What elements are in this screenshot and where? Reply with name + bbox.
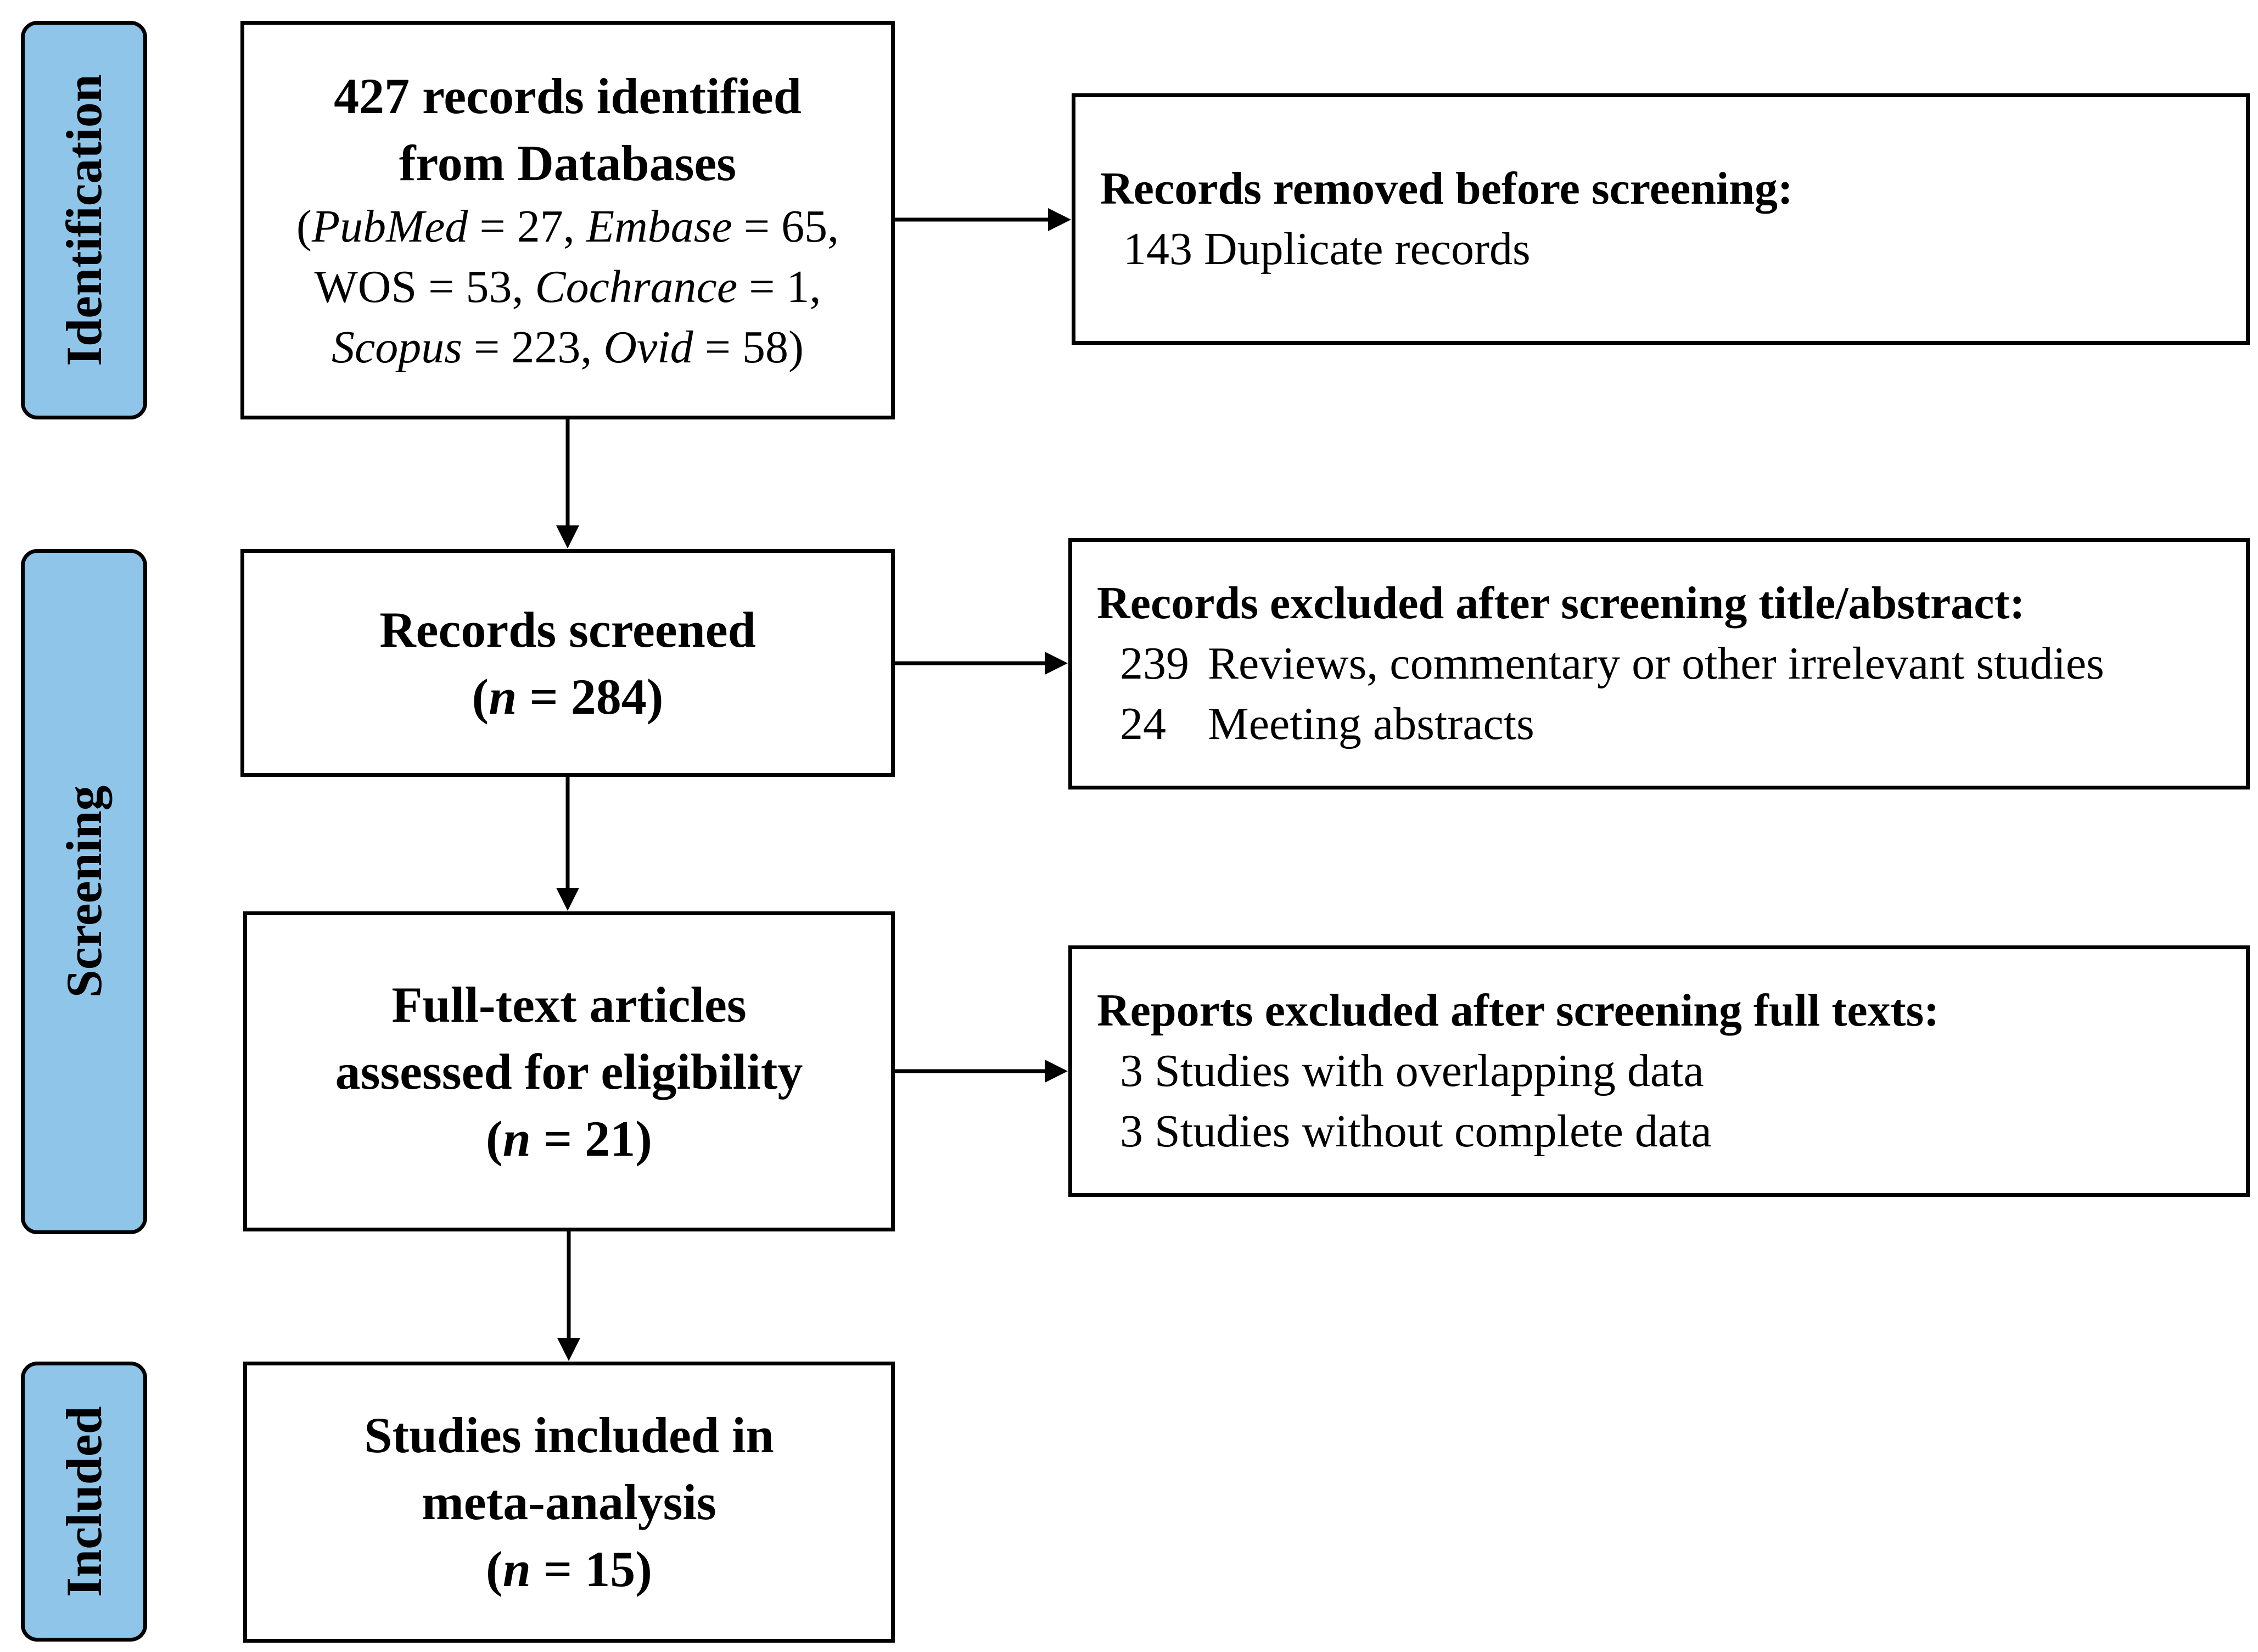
- phase-identification: Identification: [21, 21, 147, 419]
- phase-included: Included: [21, 1362, 147, 1642]
- identified-sources-row1: (PubMed = 27, Embase = 65,: [296, 201, 839, 252]
- fulltext-line2: assessed for eligibility: [335, 1043, 803, 1100]
- screened-title: Records screened: [379, 601, 756, 658]
- included-n: (n = 15): [486, 1541, 652, 1597]
- identified-line1: 427 records identified: [334, 68, 802, 124]
- fulltext-box: Full-text articles assessed for eligibil…: [243, 911, 895, 1231]
- phase-screening: Screening: [21, 549, 147, 1234]
- excluded-fulltext-box: Reports excluded after screening full te…: [1068, 945, 2250, 1197]
- identified-box: 427 records identified from Databases (P…: [240, 21, 895, 419]
- excluded-fulltext-item: 3 Studies with overlapping data: [1120, 1045, 1704, 1096]
- included-line2: meta-analysis: [422, 1474, 716, 1530]
- identified-line2: from Databases: [399, 135, 737, 191]
- screened-n: (n = 284): [472, 668, 664, 725]
- screened-box: Records screened (n = 284): [240, 549, 895, 777]
- identified-sources-row3: Scopus = 223, Ovid = 58): [331, 322, 804, 373]
- removed-box: Records removed before screening: 143 Du…: [1072, 93, 2250, 345]
- included-box: Studies included in meta-analysis (n = 1…: [243, 1362, 895, 1643]
- fulltext-n: (n = 21): [486, 1110, 652, 1167]
- included-line1: Studies included in: [364, 1407, 774, 1463]
- excluded-abstract-box: Records excluded after screening title/a…: [1068, 538, 2250, 789]
- removed-title: Records removed before screening:: [1100, 163, 1794, 214]
- removed-item: 143 Duplicate records: [1123, 223, 1531, 275]
- excluded-fulltext-title: Reports excluded after screening full te…: [1097, 985, 1940, 1036]
- identified-sources-row2: WOS = 53, Cochrance = 1,: [314, 261, 821, 312]
- excluded-fulltext-item: 3 Studies without complete data: [1120, 1106, 1712, 1157]
- fulltext-line1: Full-text articles: [391, 976, 747, 1033]
- excluded-abstract-title: Records excluded after screening title/a…: [1097, 578, 2025, 629]
